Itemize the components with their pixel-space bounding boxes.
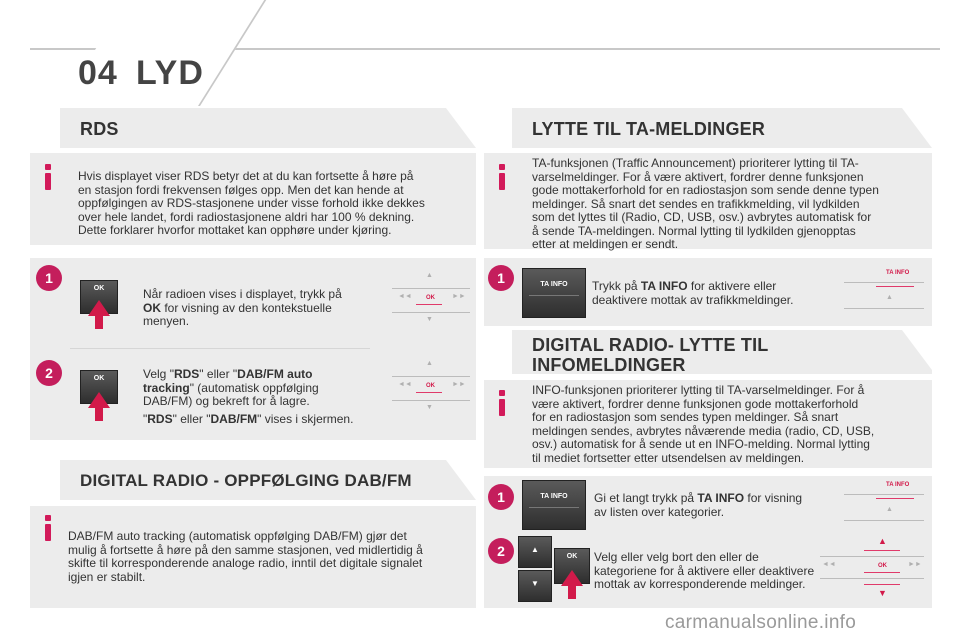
- ta-title-panel: [512, 108, 932, 148]
- press-arrow-stem: [95, 315, 103, 329]
- info-icon: [488, 164, 516, 192]
- control-panel-diagram: ▲ ◄◄ OK ►► ▼: [386, 268, 476, 338]
- down-button[interactable]: ▼: [518, 570, 552, 602]
- chapter-number: 04: [78, 54, 118, 92]
- ta-panel-diagram: TA INFO ▲: [840, 476, 930, 532]
- header-rule: [30, 48, 940, 50]
- ta-info-text: TA-funksjonen (Traffic Announcement) pri…: [532, 156, 879, 251]
- press-arrow-stem: [568, 585, 576, 599]
- step-number-1: 1: [36, 265, 62, 291]
- info-step1-text: Gi et langt trykk på TA INFO for visning…: [594, 491, 803, 519]
- info-icon: [34, 515, 62, 543]
- ta-info-button[interactable]: TA INFO: [522, 268, 586, 318]
- control-panel-diagram: ▲ ◄◄ OK ►► ▼: [386, 356, 476, 426]
- dab-info-text: DAB/FM auto tracking (automatisk oppfølg…: [68, 529, 423, 584]
- press-arrow-stem: [95, 407, 103, 421]
- step-divider: [70, 348, 370, 349]
- ta-title: LYTTE TIL TA-MELDINGER: [532, 119, 766, 139]
- info-icon: [34, 164, 62, 192]
- info-title-panel: [512, 330, 932, 374]
- press-arrow-icon: [88, 392, 110, 408]
- ta-info-panel: [484, 153, 932, 249]
- dab-title: DIGITAL RADIO - OPPFØLGING DAB/FM: [80, 471, 412, 490]
- control-panel-diagram: ▲ ◄◄ OK ►► ▼: [814, 536, 930, 606]
- ta-step1-text: Trykk på TA INFO for aktivere eller deak…: [592, 279, 794, 307]
- up-button[interactable]: ▲: [518, 536, 552, 568]
- rds-title: RDS: [80, 119, 119, 139]
- step-number-2: 2: [36, 360, 62, 386]
- rds-step1-text: Når radioen vises i displayet, trykk på …: [143, 287, 342, 328]
- press-arrow-icon: [88, 300, 110, 316]
- rds-title-panel: [60, 108, 476, 148]
- rds-info-panel: [30, 153, 476, 245]
- rds-info-text: Hvis displayet viser RDS betyr det at du…: [78, 169, 425, 237]
- chapter-title: LYD: [136, 54, 204, 92]
- step-number-2: 2: [488, 538, 514, 564]
- info-info-panel: [484, 380, 932, 468]
- rds-step2-text: Velg "RDS" eller "DAB/FM auto tracking" …: [143, 367, 354, 426]
- step-number-1: 1: [488, 265, 514, 291]
- dab-title-panel: [60, 460, 476, 500]
- step-number-1: 1: [488, 484, 514, 510]
- ta-info-button[interactable]: TA INFO: [522, 480, 586, 530]
- info-icon: [488, 390, 516, 418]
- press-arrow-icon: [561, 570, 583, 586]
- ta-panel-diagram: TA INFO ▲: [840, 264, 930, 324]
- info-info-text: INFO-funksjonen prioriterer lytting til …: [532, 383, 875, 465]
- watermark: carmanualsonline.info: [665, 612, 857, 633]
- dab-info-panel: [30, 506, 476, 608]
